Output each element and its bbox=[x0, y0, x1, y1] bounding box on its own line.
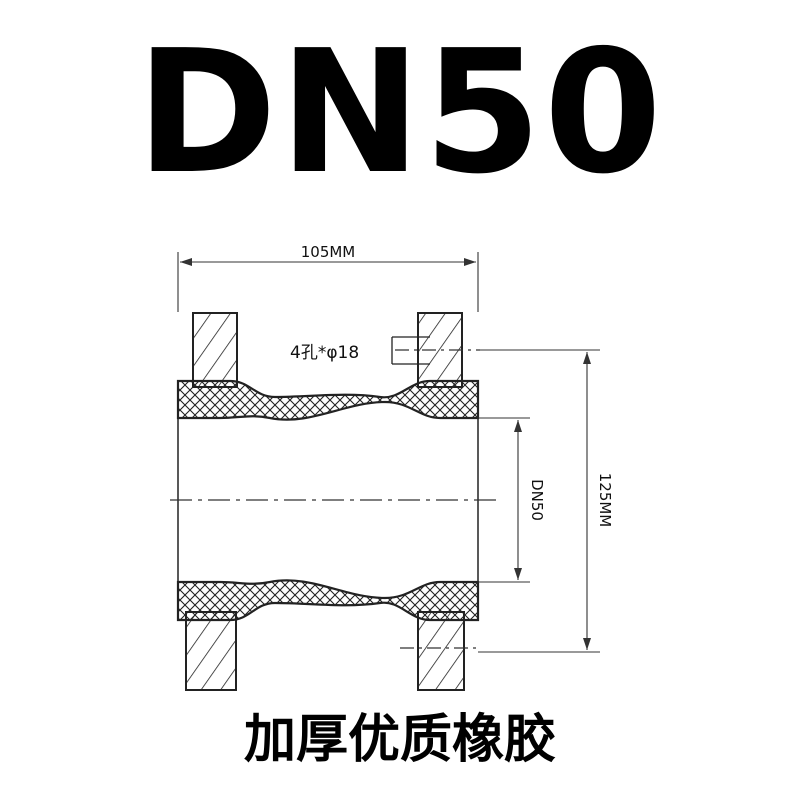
dim-length-label: 105MM bbox=[301, 243, 356, 261]
product-caption: 加厚优质橡胶 bbox=[243, 710, 556, 770]
dim-height-arrow-bottom bbox=[583, 638, 591, 650]
dim-bore-arrow-top bbox=[514, 420, 522, 432]
rubber-wall-bottom bbox=[176, 579, 480, 622]
flange-bottom-right bbox=[417, 611, 465, 691]
dim-height-label: 125MM bbox=[596, 473, 614, 528]
dim-bore-label: DN50 bbox=[528, 479, 546, 521]
flange-top-left bbox=[192, 312, 238, 388]
dim-bore-arrow-bottom bbox=[514, 568, 522, 580]
dim-length-arrow-right bbox=[464, 258, 476, 266]
flange-bottom-left bbox=[185, 611, 237, 691]
dim-height-arrow-top bbox=[583, 352, 591, 364]
holes-label: 4孔*φ18 bbox=[290, 343, 359, 363]
product-title: DN50 bbox=[136, 14, 664, 212]
dim-length-arrow-left bbox=[180, 258, 192, 266]
rubber-wall-top bbox=[176, 379, 480, 421]
